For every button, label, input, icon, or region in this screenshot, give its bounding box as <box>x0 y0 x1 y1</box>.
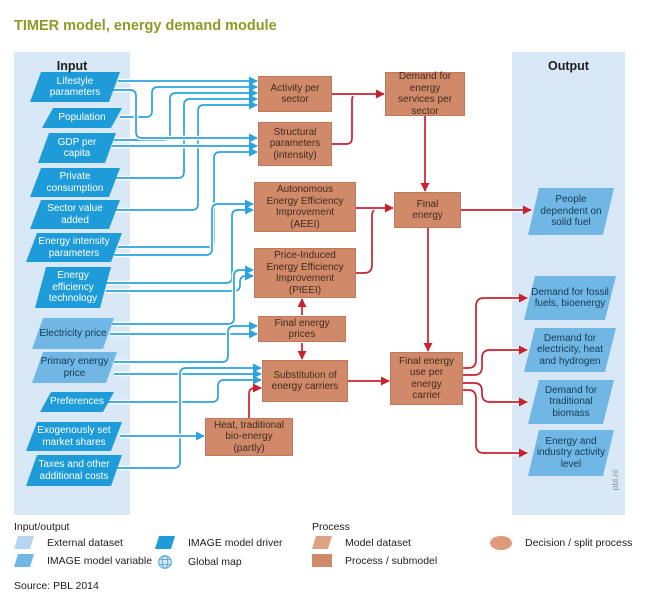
legend-item-decision-split-process: Decision / split process <box>490 536 632 550</box>
legend-label: IMAGE model variable <box>47 554 153 567</box>
source-note: Source: PBL 2014 <box>14 580 99 592</box>
process-pieei: Price-Induced Energy Efficiency Improvem… <box>254 248 356 298</box>
output-energy-industry-activity-level: Energy and industry activity level <box>528 430 614 476</box>
legend-item-external-dataset: External dataset <box>14 536 123 549</box>
input-taxes-additional-costs: Taxes and other additional costs <box>26 455 122 486</box>
input-preferences: Preferences <box>40 392 114 412</box>
output-demand-electricity-heat-hydrogen: Demand for electricity, heat and hydroge… <box>524 328 616 372</box>
legend-label: IMAGE model driver <box>188 536 283 549</box>
legend-label: Global map <box>188 556 242 568</box>
legend-swatch-model-dataset <box>312 536 332 549</box>
input-primary-energy-price: Primary energy price <box>32 352 117 383</box>
input-gdp-per-capita: GDP per capita <box>38 133 116 163</box>
process-final-energy-use-per-carrier: Final energy use per energy carrier <box>390 352 463 405</box>
process-heat-traditional-bioenergy: Heat, traditional bio-energy (partly) <box>205 418 293 456</box>
input-population: Population <box>42 108 122 128</box>
legend-item-model-dataset: Model dataset <box>312 536 411 549</box>
legend-swatch-image-model-variable <box>14 554 34 567</box>
legend-swatch-image-model-driver <box>155 536 175 549</box>
input-private-consumption: Private consumption <box>30 168 120 197</box>
input-energy-efficiency-technology: Energy efficiency technology <box>35 267 111 308</box>
output-demand-fossil-fuels-bioenergy: Demand for fossil fuels, bioenergy <box>524 276 616 320</box>
page-title: TIMER model, energy demand module <box>14 18 277 34</box>
process-structural-parameters: Structural parameters (intensity) <box>258 122 332 166</box>
output-people-dependent-solid-fuel: People dependent on solid fuel <box>528 188 614 235</box>
process-demand-energy-services: Demand for energy services per sector <box>385 71 465 117</box>
input-lifestyle-parameters: Lifestyle parameters <box>30 72 120 102</box>
legend-item-global-map: Global map <box>155 554 242 570</box>
globe-icon <box>158 555 172 569</box>
input-energy-intensity-parameters: Energy intensity parameters <box>26 233 122 262</box>
legend-input-output-header: Input/output <box>14 521 70 533</box>
legend-item-image-model-variable: IMAGE model variable <box>14 554 152 567</box>
output-panel-header: Output <box>548 59 589 73</box>
process-aeei: Autonomous Energy Efficiency Improvement… <box>254 182 356 232</box>
process-activity-per-sector: Activity per sector <box>258 76 332 112</box>
process-final-energy: Final energy <box>394 192 461 228</box>
output-demand-traditional-biomass: Demand for traditional biomass <box>528 380 614 424</box>
legend-label: Decision / split process <box>525 537 633 549</box>
legend-process-header: Process <box>312 521 350 533</box>
input-panel-header: Input <box>56 59 88 73</box>
input-sector-value-added: Sector value added <box>30 200 120 229</box>
legend-label: External dataset <box>47 536 123 549</box>
legend-label: Model dataset <box>345 536 411 549</box>
legend-label: Process / submodel <box>345 554 438 567</box>
legend-item-process-submodel: Process / submodel <box>312 554 437 567</box>
input-electricity-price: Electricity price <box>32 318 114 349</box>
legend-swatch-external-dataset <box>14 536 34 549</box>
process-final-energy-prices: Final energy prices <box>258 316 346 342</box>
legend-swatch-process-submodel <box>312 554 332 567</box>
input-exogenously-set-market-shares: Exogenously set market shares <box>26 422 122 451</box>
legend-item-image-model-driver: IMAGE model driver <box>155 536 283 549</box>
process-substitution-energy-carriers: Substitution of energy carriers <box>262 360 348 402</box>
legend-swatch-decision-split-process <box>490 536 512 550</box>
